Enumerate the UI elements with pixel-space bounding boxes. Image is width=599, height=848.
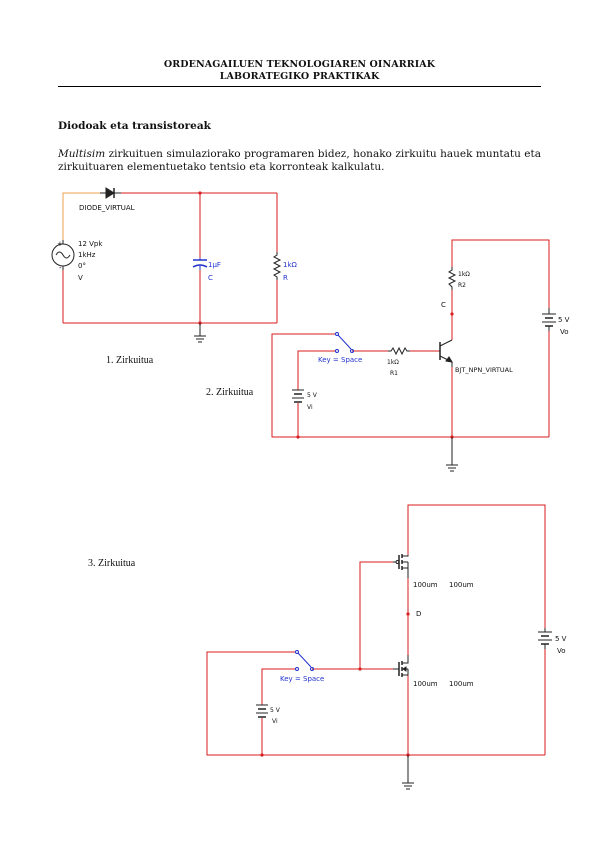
c1-wire-source-diode [62, 192, 100, 240]
intro-paragraph: Multisim zirkuituen simulaziorako progra… [58, 148, 541, 174]
c2-r1-value: 1kΩ [387, 359, 399, 366]
svg-text:-: - [59, 264, 62, 272]
c2-r1-name: R1 [390, 370, 398, 377]
resistor-icon [388, 346, 410, 356]
c1-source-name: V [78, 274, 83, 282]
caption-circuit-3: 3. Zirkuitua [88, 558, 136, 569]
c3-wire-vi-top [261, 668, 296, 705]
c3-wire-gate1 [359, 561, 393, 669]
intro-software-name: Multisim [58, 148, 106, 160]
c3-wire-top [407, 504, 546, 628]
header-divider [58, 86, 541, 87]
resistor-icon [272, 252, 282, 280]
c2-vo-name: Vo [560, 328, 569, 336]
c2-r2-name: R2 [458, 282, 466, 289]
c1-capacitor-value: 1µF [208, 261, 221, 269]
c2-vo-value: 5 V [558, 316, 570, 324]
c2-vi-name: Vi [307, 404, 313, 411]
c2-r2-value: 1kΩ [458, 271, 470, 278]
nmos-transistor-icon [393, 655, 409, 677]
ground-icon [194, 323, 206, 343]
circuit-2 [271, 239, 556, 472]
transistor-icon [439, 339, 453, 367]
c2-node-c-label: C [441, 301, 446, 309]
c3-pmos-width: 100um [413, 581, 438, 589]
c3-nmos-width: 100um [413, 680, 438, 688]
circuit-3 [206, 504, 552, 790]
page-header: ORDENAGAILUEN TEKNOLOGIAREN OINARRIAK LA… [58, 59, 541, 83]
diode-icon [100, 187, 121, 199]
section-title: Diodoak eta transistoreak [58, 120, 211, 132]
resistor-icon [447, 267, 457, 290]
capacitor-icon [192, 258, 208, 270]
c2-wire-top [451, 239, 550, 308]
header-line-2: LABORATEGIKO PRAKTIKAK [219, 71, 380, 82]
battery-icon [256, 704, 268, 718]
c1-source-phase: 0° [78, 262, 86, 270]
c3-nmos-length: 100um [449, 680, 474, 688]
c3-junction-vi [260, 753, 264, 757]
c1-capacitor-name: C [208, 274, 213, 282]
c1-source-amplitude: 12 Vpk [78, 240, 103, 248]
battery-icon [292, 389, 304, 403]
battery-icon [542, 308, 556, 331]
ground-icon [402, 755, 414, 790]
c3-vo-name: Vo [557, 647, 566, 655]
c1-junction-top [198, 191, 202, 195]
c2-switch-key: Key = Space [318, 356, 362, 364]
intro-text: zirkuituen simulaziorako programaren bid… [58, 148, 541, 173]
switch-icon [335, 332, 354, 353]
c2-node-c [450, 312, 454, 316]
ac-source-icon [51, 240, 75, 270]
c2-wire-vi-top [297, 350, 336, 390]
caption-circuit-2: 2. Zirkuitua [206, 387, 254, 398]
c1-resistor-name: R [283, 274, 288, 282]
c3-junction-gate [358, 667, 362, 671]
c2-bjt-label: BJT_NPN_VIRTUAL [455, 366, 513, 374]
c1-resistor-value: 1kΩ [283, 261, 298, 269]
ground-icon [446, 437, 458, 472]
header-line-1: ORDENAGAILUEN TEKNOLOGIAREN OINARRIAK [163, 59, 436, 70]
c3-vi-name: Vi [272, 718, 278, 725]
c3-pmos-length: 100um [449, 581, 474, 589]
battery-icon [538, 628, 552, 649]
c1-source-frequency: 1kHz [78, 251, 96, 259]
c3-vi-value: 5 V [270, 707, 281, 714]
switch-icon [295, 650, 314, 671]
svg-text:+: + [57, 240, 63, 248]
circuit-1: + - [51, 187, 282, 343]
c3-node-d [406, 612, 410, 616]
c2-wire-loop [271, 333, 549, 438]
caption-circuit-1: 1. Zirkuitua [106, 355, 154, 366]
c3-vo-value: 5 V [555, 635, 567, 643]
c2-junction-vi [296, 435, 300, 439]
c3-wire-loop [206, 651, 545, 756]
c3-node-d-label: D [416, 610, 421, 618]
c1-diode-label: DIODE_VIRTUAL [79, 204, 135, 212]
c3-switch-key: Key = Space [280, 675, 324, 683]
c2-vi-value: 5 V [307, 392, 318, 399]
pmos-transistor-icon [393, 554, 409, 578]
